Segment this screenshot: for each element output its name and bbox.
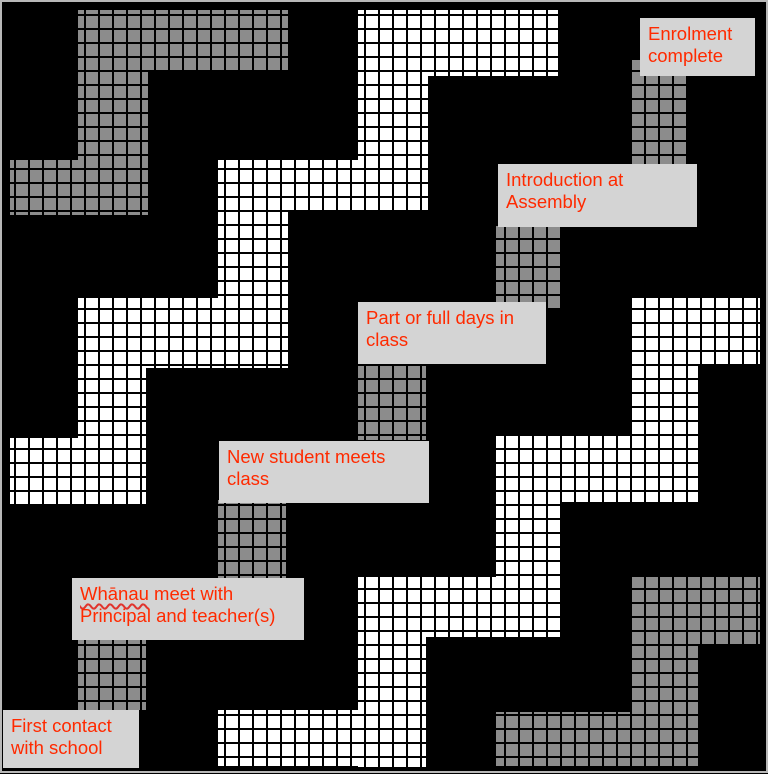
- step-line: New student meets: [227, 446, 421, 468]
- bright-grid-block: [496, 502, 562, 577]
- step-line: First contact: [11, 715, 131, 737]
- step-new-student-meets: New student meets class: [219, 441, 429, 503]
- dim-grid-block: [218, 500, 286, 578]
- dim-grid-block: [148, 10, 288, 70]
- bright-grid-block: [78, 368, 146, 438]
- bright-grid-block: [218, 710, 358, 766]
- step-introduction-assembly: Introduction at Assembly: [498, 164, 697, 227]
- bright-grid-block: [428, 10, 558, 76]
- spellcheck-word: Whānau: [80, 583, 149, 604]
- dim-grid-block: [10, 160, 148, 215]
- step-line: Introduction at: [506, 169, 689, 191]
- bright-grid-block: [10, 438, 146, 504]
- bright-grid-block: [358, 577, 562, 637]
- dim-grid-block: [78, 640, 146, 710]
- step-first-contact: First contact with school: [3, 710, 139, 768]
- step-line: Assembly: [506, 191, 689, 213]
- step-line: Principal and teacher(s): [80, 605, 296, 627]
- step-line: Part or full days in: [366, 307, 538, 329]
- bright-grid-block: [358, 637, 426, 767]
- step-line: class: [227, 468, 421, 490]
- step-line: Whānau meet with: [80, 583, 296, 605]
- bright-grid-block: [218, 210, 288, 300]
- bright-grid-block: [630, 298, 760, 366]
- step-line: complete: [648, 45, 747, 67]
- dim-grid-block: [496, 712, 698, 766]
- step-line: with school: [11, 737, 131, 759]
- bright-grid-block: [496, 436, 698, 502]
- bright-grid-block: [630, 366, 698, 436]
- dim-grid-block: [630, 577, 760, 645]
- dim-grid-block: [78, 10, 148, 160]
- dim-grid-block: [496, 225, 560, 310]
- stair-blocks: [10, 10, 760, 767]
- bright-grid-block: [218, 160, 428, 210]
- bright-grid-block: [78, 298, 288, 368]
- step-line: Enrolment: [648, 23, 747, 45]
- dim-grid-block: [358, 365, 426, 440]
- step-enrolment-complete: Enrolment complete: [640, 18, 755, 76]
- step-line: class: [366, 329, 538, 351]
- step-whanau-meet: Whānau meet with Principal and teacher(s…: [72, 578, 304, 640]
- step-part-full-days: Part or full days in class: [358, 302, 546, 364]
- dim-grid-block: [630, 645, 698, 715]
